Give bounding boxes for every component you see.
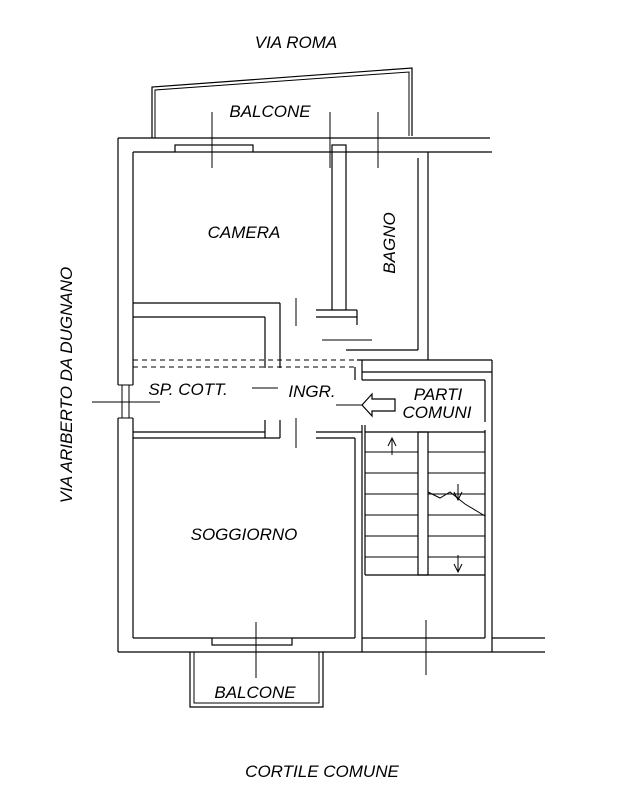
courtyard-label: CORTILE COMUNE xyxy=(245,762,399,781)
interior-walls xyxy=(133,152,429,652)
street-left-label: VIA ARIBERTO DA DUGNANO xyxy=(57,267,76,503)
street-top-label: VIA ROMA xyxy=(255,33,338,52)
room-label-kitchen: SP. COTT. xyxy=(148,380,227,399)
entrance-arrow xyxy=(361,392,396,418)
balcony-bottom: BALCONE xyxy=(189,622,324,708)
balcony-bottom-label: BALCONE xyxy=(214,683,296,702)
room-label-common-2: COMUNI xyxy=(403,403,472,422)
outer-walls xyxy=(92,137,490,653)
balcony-top-label: BALCONE xyxy=(229,102,311,121)
room-label-camera: CAMERA xyxy=(208,223,281,242)
room-label-bagno: BAGNO xyxy=(380,212,399,273)
stairwell xyxy=(362,151,545,675)
room-label-common-1: PARTI xyxy=(414,385,463,404)
room-label-entrance: INGR. xyxy=(288,382,335,401)
balcony-top: BALCONE xyxy=(151,67,413,168)
room-label-living: SOGGIORNO xyxy=(191,525,298,544)
